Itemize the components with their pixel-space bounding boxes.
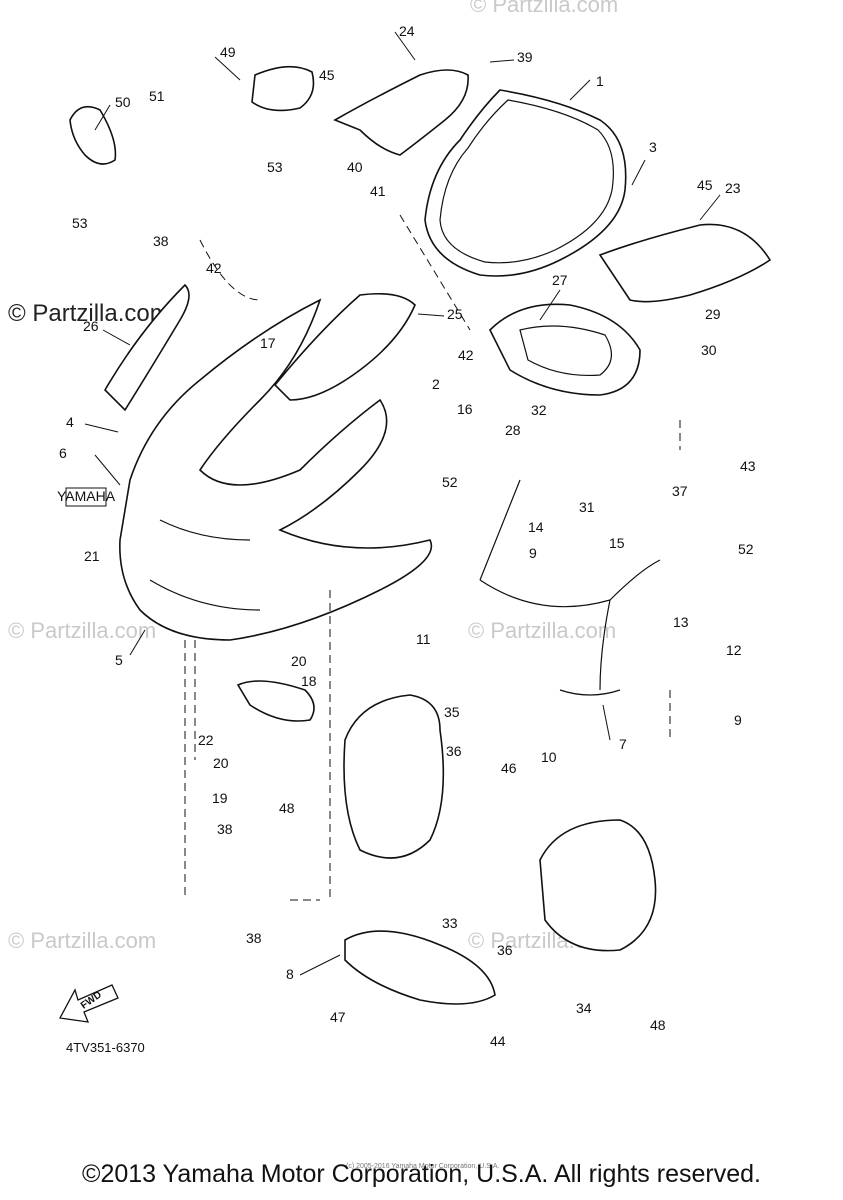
duct-part [539, 819, 657, 952]
part-label: 42 [458, 347, 474, 363]
part-label: 52 [442, 474, 458, 490]
part-label: 6 [59, 445, 67, 461]
part-label: 26 [83, 318, 99, 334]
intake-duct-part [343, 694, 445, 859]
part-label: 29 [705, 306, 721, 322]
side-panel-part [598, 223, 772, 303]
part-label: 38 [217, 821, 233, 837]
part-label: 45 [319, 67, 335, 83]
main-watermark: © Partzilla.com [8, 300, 170, 327]
part-label: 17 [260, 335, 276, 351]
brand-decal [65, 487, 107, 507]
part-label: 48 [650, 1017, 666, 1033]
part-label: 37 [672, 483, 688, 499]
bracket-part [103, 283, 190, 412]
part-label: 13 [673, 614, 689, 630]
part-labels: 1 2 3 4 5 6 7 8 9 9 10 11 12 13 14 15 16… [59, 23, 756, 1049]
part-label: 23 [725, 180, 741, 196]
part-label: 1 [596, 73, 604, 89]
part-label: 5 [115, 652, 123, 668]
part-label: 15 [609, 535, 625, 551]
headlight-housing-part [489, 303, 641, 396]
part-label: 35 [444, 704, 460, 720]
reflector-part [236, 680, 315, 722]
part-label: 36 [446, 743, 462, 759]
mirror-part [69, 105, 117, 165]
copyright-footer: ©2013 Yamaha Motor Corporation, U.S.A. A… [82, 1160, 761, 1188]
part-label: 45 [697, 177, 713, 193]
part-label: 44 [490, 1033, 506, 1049]
lower-cowl-part [344, 930, 496, 1005]
part-label: 18 [301, 673, 317, 689]
faint-watermark: © Partzilla.com [8, 928, 157, 953]
faint-watermark: © Partzilla.com [470, 0, 619, 17]
part-label: 10 [541, 749, 557, 765]
part-label: 31 [579, 499, 595, 515]
part-label: 14 [528, 519, 544, 535]
part-label: 47 [330, 1009, 346, 1025]
part-label: 33 [442, 915, 458, 931]
main-cowling-part [119, 298, 433, 641]
part-label: 51 [149, 88, 165, 104]
part-label: 53 [267, 159, 283, 175]
diagram-code: 4TV351-6370 [66, 1040, 145, 1055]
part-label: 40 [347, 159, 363, 175]
frame-stay-part [479, 479, 661, 696]
part-label: 4 [66, 414, 74, 430]
leader-lines [84, 31, 721, 976]
part-label: 50 [115, 94, 131, 110]
part-label: 11 [416, 631, 431, 647]
brand-decal-text: YAMAHA [57, 488, 116, 504]
part-label: 38 [153, 233, 169, 249]
faint-watermark: © Partzilla.com [8, 618, 157, 643]
part-label: 32 [531, 402, 547, 418]
part-label: 20 [291, 653, 307, 669]
part-label: 39 [517, 49, 533, 65]
fwd-arrow-icon [58, 984, 119, 1023]
part-label: 34 [576, 1000, 592, 1016]
part-label: 36 [497, 942, 513, 958]
part-label: 2 [432, 376, 440, 392]
micro-copyright: (c) 2005-2016 Yamaha Motor Corporation, … [346, 1163, 500, 1170]
mirror-part [251, 65, 315, 112]
part-label: 49 [220, 44, 236, 60]
part-label: 12 [726, 642, 742, 658]
part-label: 41 [370, 183, 386, 199]
part-label: 38 [246, 930, 262, 946]
part-label: 3 [649, 139, 657, 155]
part-label: 19 [212, 790, 228, 806]
part-label: 22 [198, 732, 214, 748]
part-label: 20 [213, 755, 229, 771]
part-label: 9 [734, 712, 742, 728]
part-label: 30 [701, 342, 717, 358]
faint-watermark: © Partzilla.com [468, 618, 617, 643]
part-label: 48 [279, 800, 295, 816]
part-label: 43 [740, 458, 756, 474]
part-label: 21 [84, 548, 100, 564]
part-label: 53 [72, 215, 88, 231]
part-label: 24 [399, 23, 415, 39]
part-label: 42 [206, 260, 222, 276]
part-label: 8 [286, 966, 294, 982]
part-label: 16 [457, 401, 473, 417]
part-label: 28 [505, 422, 521, 438]
inner-panel-part [273, 292, 416, 401]
part-label: 9 [529, 545, 537, 561]
part-label: 52 [738, 541, 754, 557]
side-panel-part [333, 69, 469, 156]
part-label: 27 [552, 272, 568, 288]
part-label: 7 [619, 736, 627, 752]
part-label: 46 [501, 760, 517, 776]
part-label: 25 [447, 306, 463, 322]
